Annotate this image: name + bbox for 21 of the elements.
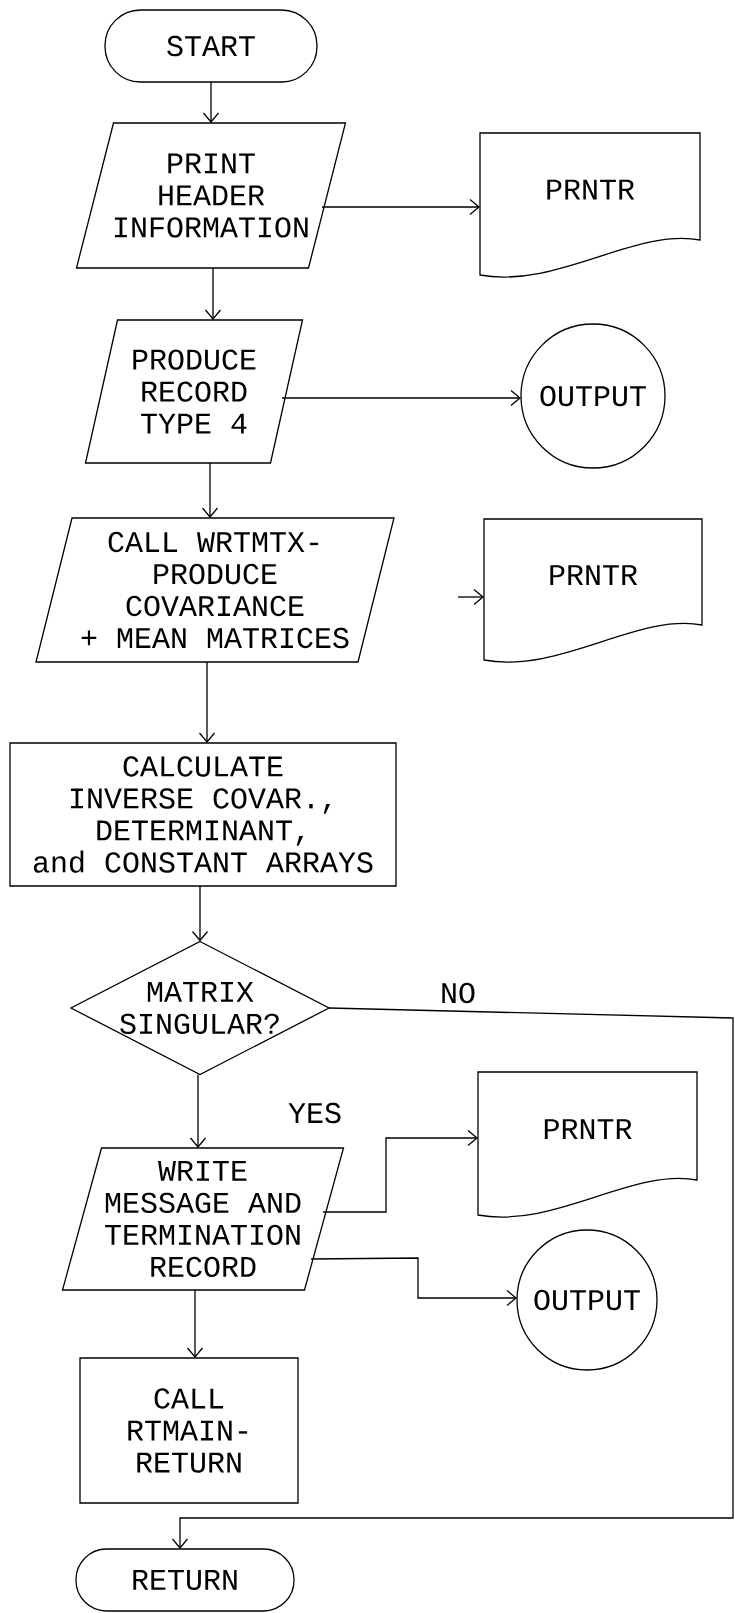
arrow	[322, 1129, 478, 1213]
arrow	[186, 1289, 204, 1358]
arrow	[198, 661, 216, 743]
process-box: CALCULATE INVERSE COVAR., DETERMINANT, and CONSTANT ARRAYS	[9, 742, 397, 887]
arrow	[171, 1007, 734, 1549]
io-parallelogram: PRINT HEADER INFORMATION	[75, 122, 347, 269]
arrow	[281, 389, 521, 407]
io-parallelogram: WRITE MESSAGE AND TERMINATION RECORD	[61, 1147, 345, 1291]
edge-label: YES	[287, 1101, 343, 1125]
process-box: CALL RTMAIN- RETURN	[79, 1357, 299, 1504]
arrow	[189, 1073, 207, 1148]
arrow	[321, 198, 480, 216]
arrow	[201, 462, 219, 518]
arrow	[204, 267, 222, 320]
edge-label: NO	[439, 981, 477, 1005]
arrow	[202, 81, 220, 123]
io-parallelogram: PRODUCE RECORD TYPE 4	[84, 319, 304, 464]
arrow	[310, 1257, 517, 1307]
arrow	[191, 885, 209, 942]
io-parallelogram: CALL WRTMTX- PRODUCE COVARIANCE + MEAN MATRICES	[35, 517, 395, 663]
arrow	[457, 588, 484, 606]
